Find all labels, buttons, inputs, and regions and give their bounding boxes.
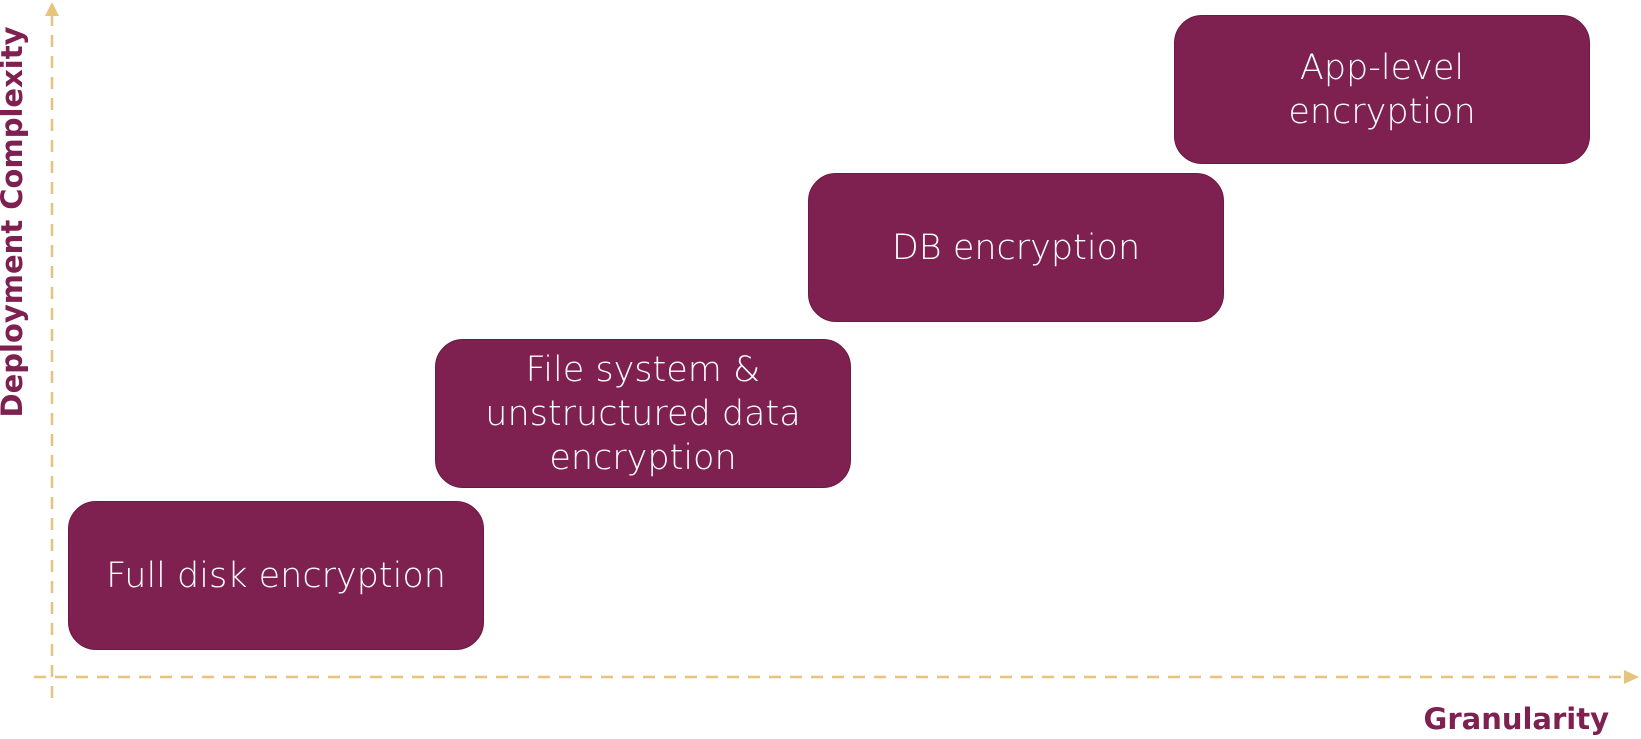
db-encryption-box: DB encryption	[808, 173, 1224, 322]
app-level-encryption-box: App-level encryption	[1174, 15, 1590, 164]
full-disk-encryption-box: Full disk encryption	[68, 501, 484, 650]
x-axis-arrowhead	[1624, 670, 1639, 684]
file-system-encryption-box: File system & unstructured data encrypti…	[435, 339, 851, 488]
x-axis-label: Granularity	[1423, 702, 1609, 736]
y-axis-label: Deployment Complexity	[0, 26, 29, 418]
y-axis-arrowhead	[45, 2, 59, 16]
